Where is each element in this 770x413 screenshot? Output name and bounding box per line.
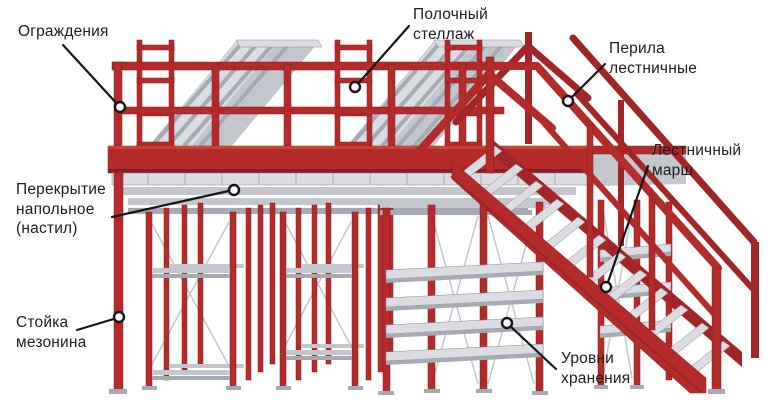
mezzanine-posts xyxy=(109,172,394,394)
stair-guardrail xyxy=(416,56,725,394)
stair-steps xyxy=(460,145,731,374)
label-floor-decking: Перекрытие напольное (настил) xyxy=(16,181,106,238)
leader-lines xyxy=(61,24,650,371)
label-stair-handrails: Перила лестничные xyxy=(609,40,698,77)
staircase xyxy=(450,32,759,394)
label-guardrails: Ограждения xyxy=(18,23,109,40)
label-storage-levels: Уровни хранения xyxy=(561,350,631,387)
label-shelf-rack: Полочный стеллаж xyxy=(413,6,488,43)
label-stair-flight: Лестничный марш xyxy=(652,142,742,179)
label-mezzanine-post: Стойка мезонина xyxy=(16,314,87,351)
callout-markers xyxy=(112,80,613,330)
